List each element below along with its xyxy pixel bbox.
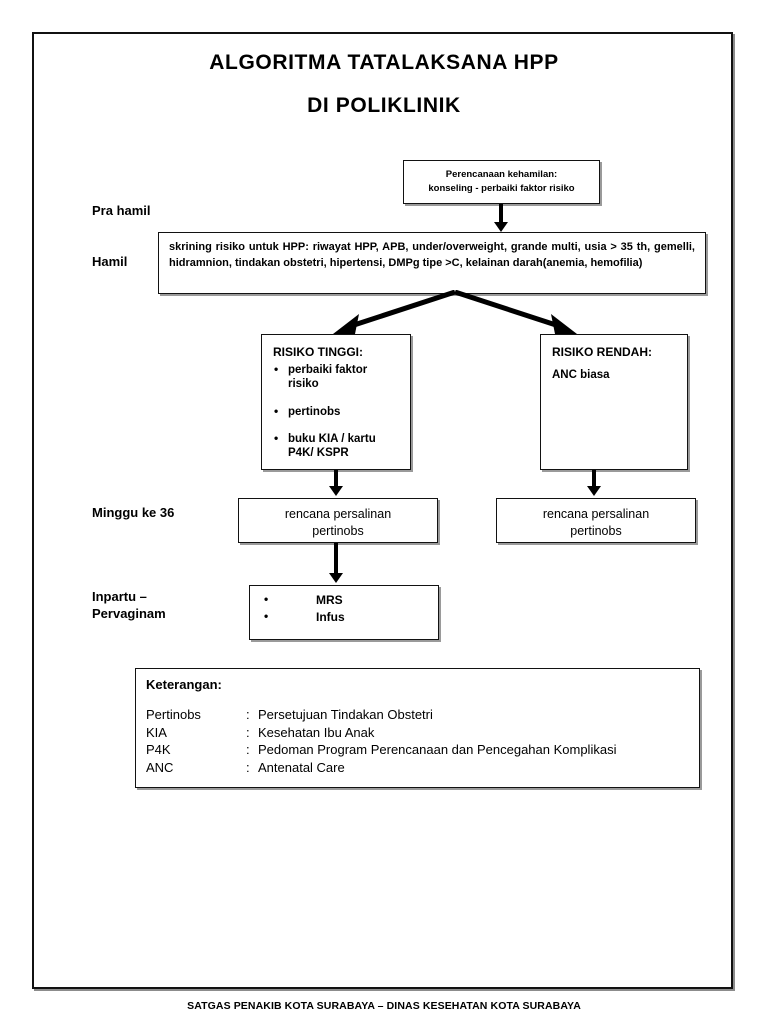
legend-separator: : (246, 707, 250, 722)
legend-abbr: KIA (146, 724, 167, 740)
node-skrining-risiko: skrining risiko untuk HPP: riwayat HPP, … (158, 232, 706, 294)
legend-keterangan: Keterangan: Pertinobs : Persetujuan Tind… (135, 668, 700, 788)
table-row: Pertinobs : Persetujuan Tindakan Obstetr… (146, 706, 616, 724)
node-risiko-rendah-content: RISIKO RENDAH: ANC biasa (541, 335, 687, 387)
list-item: MRS (250, 591, 438, 609)
node-rencana-left-line-2: pertinobs (312, 523, 364, 538)
legend-abbr: Pertinobs (146, 707, 201, 722)
legend-separator: : (246, 742, 250, 758)
table-row: ANC : Antenatal Care (146, 759, 616, 777)
node-inpartu-actions: MRS Infus (249, 585, 439, 640)
node-rencana-right-content: rencana persalinan pertinobs (497, 499, 695, 539)
node-perencanaan-kehamilan: Perencanaan kehamilan: konseling - perba… (403, 160, 600, 204)
connector-perencanaan-to-skrining-arrow-icon (494, 222, 508, 232)
legend-meaning: Pedoman Program Perencanaan dan Pencegah… (258, 742, 617, 758)
node-risiko-tinggi-heading: RISIKO TINGGI: (273, 345, 363, 359)
node-skrining-text: skrining risiko untuk HPP: riwayat HPP, … (169, 241, 695, 270)
title-line-1: ALGORITMA TATALAKSANA HPP (209, 51, 559, 74)
page-footer: SATGAS PENAKIB KOTA SURABAYA – DINAS KES… (187, 1000, 581, 1012)
connector-tinggi-to-rencana-line (334, 470, 338, 488)
legend-meaning: Kesehatan Ibu Anak (258, 724, 375, 740)
node-perencanaan-line-2: konseling - perbaiki faktor risiko (428, 182, 575, 194)
legend-title: Keterangan: (146, 677, 222, 692)
node-rencana-persalinan-right: rencana persalinan pertinobs (496, 498, 696, 543)
stage-label-inpartu-pervaginam: Inpartu – Pervaginam (92, 589, 166, 621)
connector-skrining-split (333, 290, 577, 334)
node-risiko-rendah: RISIKO RENDAH: ANC biasa (540, 334, 688, 470)
connector-rencana-to-inpartu-line (334, 543, 338, 575)
table-row: KIA : Kesehatan Ibu Anak (146, 724, 616, 742)
legend-meaning: Antenatal Care (258, 759, 345, 775)
node-inpartu-list: MRS Infus (250, 586, 438, 626)
connector-tinggi-to-rencana-arrow-icon (329, 486, 343, 496)
node-perencanaan-content: Perencanaan kehamilan: konseling - perba… (404, 161, 599, 202)
connector-rendah-to-rencana-arrow-icon (587, 486, 601, 496)
stage-label-minggu-ke-36: Minggu ke 36 (92, 505, 175, 520)
node-perencanaan-line-1: Perencanaan kehamilan: (445, 169, 558, 180)
legend-separator: : (246, 759, 250, 775)
table-row: P4K : Pedoman Program Perencanaan dan Pe… (146, 741, 616, 759)
connector-rendah-to-rencana-line (592, 470, 596, 488)
stage-label-pra-hamil: Pra hamil (92, 203, 151, 218)
legend-abbr: P4K (146, 742, 171, 758)
stage-label-hamil: Hamil (92, 254, 128, 269)
list-item: Infus (250, 608, 438, 626)
node-risiko-tinggi-content: RISIKO TINGGI: perbaiki faktor risiko pe… (262, 335, 410, 479)
legend-separator: : (246, 724, 250, 740)
title-line-2: DI POLIKLINIK (307, 94, 461, 117)
node-risiko-tinggi: RISIKO TINGGI: perbaiki faktor risiko pe… (261, 334, 411, 470)
node-risiko-tinggi-list: perbaiki faktor risiko pertinobs buku KI… (271, 362, 401, 461)
page-title: ALGORITMA TATALAKSANA HPP DI POLIKLINIK (0, 52, 768, 116)
node-rencana-right-line-2: pertinobs (570, 523, 622, 538)
node-rencana-persalinan-left: rencana persalinan pertinobs (238, 498, 438, 543)
list-item: pertinobs (274, 403, 401, 419)
connector-split-left-arrow-icon (333, 314, 359, 334)
connector-split-right-arrow-icon (551, 314, 577, 334)
legend-table: Pertinobs : Persetujuan Tindakan Obstetr… (146, 706, 616, 776)
node-rencana-left-line-1: rencana persalinan (284, 507, 392, 521)
legend-abbr: ANC (146, 759, 174, 775)
page-border (32, 32, 733, 989)
node-rencana-right-line-1: rencana persalinan (542, 507, 650, 521)
connector-rencana-to-inpartu-arrow-icon (329, 573, 343, 583)
node-rencana-left-content: rencana persalinan pertinobs (239, 499, 437, 539)
node-risiko-rendah-body: ANC biasa (552, 369, 610, 381)
connector-perencanaan-to-skrining-line (499, 204, 503, 224)
legend-meaning: Persetujuan Tindakan Obstetri (258, 707, 433, 722)
list-item: buku KIA / kartu P4K/ KSPR (274, 431, 401, 461)
node-risiko-rendah-heading: RISIKO RENDAH: (552, 345, 653, 359)
list-item: perbaiki faktor risiko (274, 362, 401, 392)
